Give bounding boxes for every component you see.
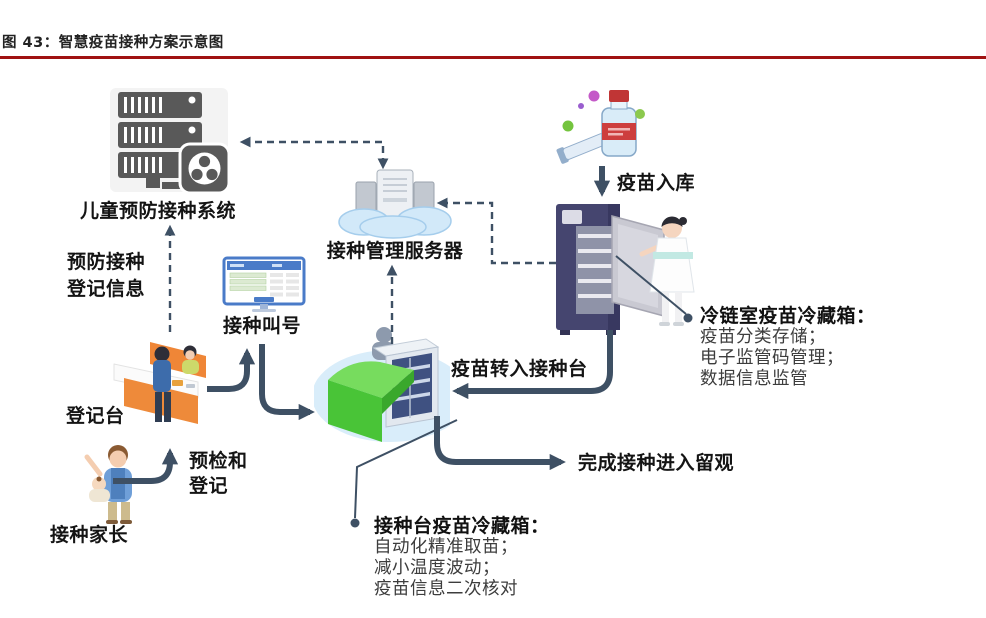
parent-label: 接种家长 — [50, 524, 129, 546]
transfer-label: 疫苗转入接种台 — [451, 358, 588, 380]
dashed-link-cloud-to-system — [239, 136, 389, 170]
cold-chain-callout-item: 数据信息监管 — [700, 369, 808, 389]
cold-chain-callout-item: 疫苗分类存储； — [700, 327, 826, 347]
station-callout: 接种台疫苗冷藏箱： 自动化精准取苗； 减小温度波动； 疫苗信息二次核对 — [374, 515, 550, 600]
registration-desk-label: 登记台 — [66, 405, 125, 427]
registration-desk-icon — [98, 336, 218, 432]
station-callout-title: 接种台疫苗冷藏箱： — [374, 515, 550, 537]
vaccination-station-icon — [314, 318, 450, 446]
observation-label: 完成接种进入留观 — [578, 452, 735, 474]
vaccine-vial-icon — [556, 86, 658, 176]
station-callout-item: 自动化精准取苗； — [374, 537, 518, 557]
arrow-display-to-station — [259, 344, 315, 421]
title-underline — [0, 56, 986, 59]
figure-title: 图 43：智慧疫苗接种方案示意图 — [2, 35, 224, 51]
registration-info-line1: 预防接种 — [67, 251, 146, 273]
station-callout-item: 减小温度波动； — [374, 558, 500, 578]
precheck-line1: 预检和 — [189, 450, 248, 472]
precheck-line2: 登记 — [189, 475, 229, 497]
precheck-label: 预检和 登记 — [189, 449, 248, 499]
cold-chain-callout: 冷链室疫苗冷藏箱： 疫苗分类存储； 电子监管码管理； 数据信息监管 — [700, 305, 876, 390]
call-display-label: 接种叫号 — [222, 315, 301, 337]
fridge-nurse-icon — [546, 196, 702, 338]
cloud-server-icon — [336, 166, 454, 240]
cold-chain-callout-item: 电子监管码管理； — [700, 348, 844, 368]
server-rack-icon — [104, 86, 234, 202]
cloud-server-label: 接种管理服务器 — [326, 240, 464, 262]
parent-baby-icon — [76, 442, 160, 526]
children-system-label: 儿童预防接种系统 — [80, 200, 237, 222]
cold-chain-callout-title: 冷链室疫苗冷藏箱： — [700, 305, 876, 327]
registration-info-line2: 登记信息 — [67, 278, 146, 300]
queue-display-icon — [222, 256, 310, 316]
vaccine-inbound-label: 疫苗入库 — [617, 172, 696, 194]
station-callout-item: 疫苗信息二次核对 — [374, 579, 518, 599]
callout-dot — [350, 518, 360, 528]
registration-info-label: 预防接种 登记信息 — [67, 249, 145, 303]
arrow-station-to-observation — [434, 416, 566, 471]
